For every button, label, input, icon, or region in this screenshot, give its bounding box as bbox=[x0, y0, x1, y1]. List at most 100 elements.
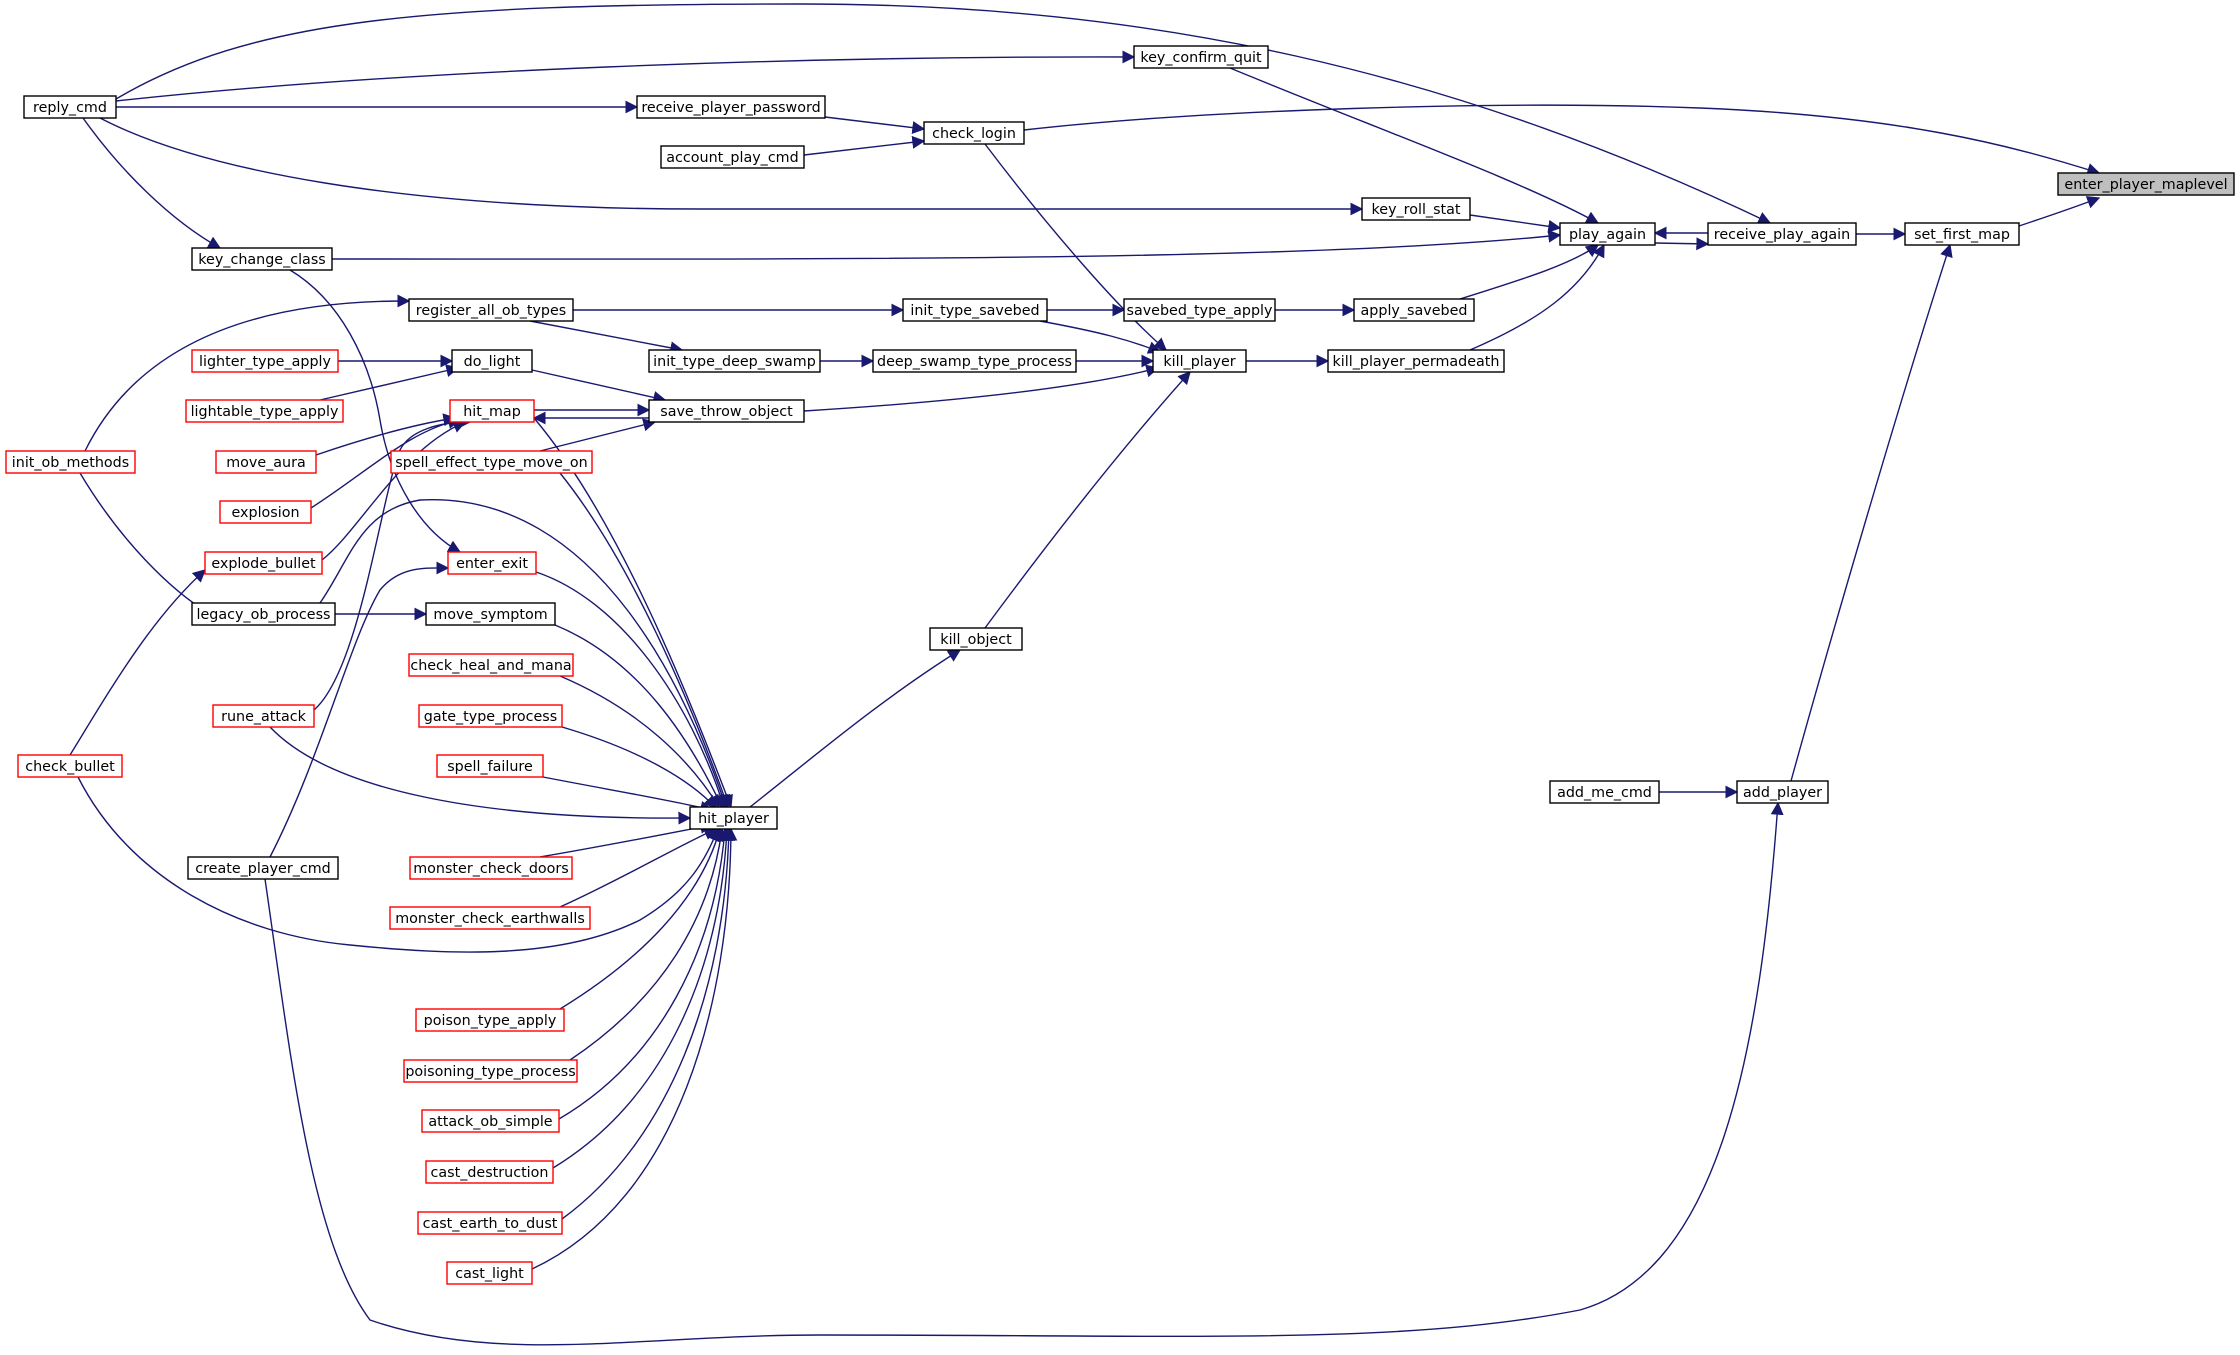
edge-reply_cmd-to-key_change_class bbox=[82, 117, 222, 249]
node-init_type_deep_swamp[interactable]: init_type_deep_swamp bbox=[648, 349, 821, 373]
node-box bbox=[1353, 298, 1475, 322]
edge-key_roll_stat-to-play_again bbox=[1469, 214, 1562, 233]
node-label: rune_attack bbox=[221, 709, 307, 725]
node-receive_player_password[interactable]: receive_player_password bbox=[636, 95, 826, 119]
node-label: add_me_cmd bbox=[1557, 785, 1652, 801]
node-cast_destruction[interactable]: cast_destruction bbox=[425, 1160, 554, 1184]
edge-move_symptom-to-hit_player bbox=[554, 624, 723, 809]
node-explosion[interactable]: explosion bbox=[219, 500, 312, 524]
node-key_confirm_quit[interactable]: key_confirm_quit bbox=[1133, 45, 1269, 69]
node-savebed_type_apply[interactable]: savebed_type_apply bbox=[1123, 298, 1276, 322]
node-box bbox=[215, 450, 317, 474]
node-gate_type_process[interactable]: gate_type_process bbox=[418, 704, 563, 728]
node-box bbox=[403, 1059, 578, 1083]
node-move_symptom[interactable]: move_symptom bbox=[425, 602, 556, 626]
edge-reply_cmd-to-key_confirm_quit bbox=[115, 50, 1136, 102]
node-create_player_cmd[interactable]: create_player_cmd bbox=[187, 856, 339, 880]
node-monster_check_earthwalls[interactable]: monster_check_earthwalls bbox=[389, 906, 591, 930]
node-box bbox=[5, 450, 136, 474]
node-enter_exit[interactable]: enter_exit bbox=[447, 551, 537, 575]
edge-do_light-to-save_throw_object bbox=[531, 369, 667, 404]
node-add_player[interactable]: add_player bbox=[1736, 780, 1829, 804]
node-reply_cmd[interactable]: reply_cmd bbox=[23, 95, 117, 119]
node-box bbox=[689, 806, 778, 830]
node-label: hit_player bbox=[698, 811, 769, 827]
node-box bbox=[212, 704, 315, 728]
node-kill_player[interactable]: kill_player bbox=[1152, 349, 1247, 373]
node-label: spell_failure bbox=[447, 759, 533, 775]
node-cast_light[interactable]: cast_light bbox=[446, 1261, 533, 1285]
node-save_throw_object[interactable]: save_throw_object bbox=[648, 399, 805, 423]
node-label: explode_bullet bbox=[211, 556, 316, 572]
node-box bbox=[417, 1211, 563, 1235]
node-box bbox=[187, 856, 339, 880]
node-check_login[interactable]: check_login bbox=[923, 121, 1025, 145]
edge-kill_player_permadeath-to-play_again bbox=[1469, 243, 1605, 351]
node-check_bullet[interactable]: check_bullet bbox=[17, 754, 123, 778]
node-label: savebed_type_apply bbox=[1127, 303, 1274, 319]
node-label: attack_ob_simple bbox=[428, 1114, 552, 1130]
node-attack_ob_simple[interactable]: attack_ob_simple bbox=[421, 1109, 560, 1133]
node-label: cast_destruction bbox=[431, 1165, 549, 1181]
edge-gate_type_process-to-hit_player bbox=[561, 726, 717, 809]
node-box bbox=[929, 627, 1023, 651]
node-poisoning_type_process[interactable]: poisoning_type_process bbox=[403, 1059, 578, 1083]
node-add_me_cmd[interactable]: add_me_cmd bbox=[1549, 780, 1660, 804]
node-box bbox=[923, 121, 1025, 145]
edge-register_all_ob_types-to-init_type_deep_swamp bbox=[529, 320, 684, 355]
edge-save_throw_object-to-kill_player bbox=[803, 364, 1160, 412]
edge-reply_cmd-to-receive_play_again bbox=[115, 3, 1772, 224]
node-key_roll_stat[interactable]: key_roll_stat bbox=[1361, 197, 1471, 221]
node-label: gate_type_process bbox=[424, 709, 557, 725]
node-kill_object[interactable]: kill_object bbox=[929, 627, 1023, 651]
node-deep_swamp_type_process[interactable]: deep_swamp_type_process bbox=[872, 349, 1077, 373]
node-box bbox=[1549, 780, 1660, 804]
node-label: cast_earth_to_dust bbox=[423, 1216, 558, 1232]
node-spell_effect_type_move_on[interactable]: spell_effect_type_move_on bbox=[390, 450, 593, 474]
node-spell_failure[interactable]: spell_failure bbox=[436, 754, 544, 778]
node-apply_savebed[interactable]: apply_savebed bbox=[1353, 298, 1475, 322]
node-monster_check_doors[interactable]: monster_check_doors bbox=[409, 856, 573, 880]
node-init_type_savebed[interactable]: init_type_savebed bbox=[902, 298, 1048, 322]
node-box bbox=[421, 1109, 560, 1133]
node-lightable_type_apply[interactable]: lightable_type_apply bbox=[185, 399, 344, 423]
node-box bbox=[1152, 349, 1247, 373]
node-play_again[interactable]: play_again bbox=[1559, 222, 1656, 246]
node-label: set_first_map bbox=[1914, 227, 2010, 243]
node-check_heal_and_mana[interactable]: check_heal_and_mana bbox=[408, 653, 574, 677]
node-poison_type_apply[interactable]: poison_type_apply bbox=[415, 1008, 565, 1032]
node-box bbox=[408, 298, 574, 322]
node-do_light[interactable]: do_light bbox=[451, 349, 533, 373]
node-account_play_cmd[interactable]: account_play_cmd bbox=[660, 145, 805, 169]
node-hit_map[interactable]: hit_map bbox=[449, 399, 535, 423]
node-lighter_type_apply[interactable]: lighter_type_apply bbox=[191, 349, 339, 373]
node-register_all_ob_types[interactable]: register_all_ob_types bbox=[408, 298, 574, 322]
node-hit_player[interactable]: hit_player bbox=[689, 806, 778, 830]
edge-explode_bullet-to-hit_map bbox=[321, 420, 467, 561]
edge-init_ob_methods-to-register_all_ob_types bbox=[84, 294, 411, 452]
edge-key_confirm_quit-to-play_again bbox=[1229, 67, 1600, 224]
node-rune_attack[interactable]: rune_attack bbox=[212, 704, 315, 728]
edge-play_again-to-receive_play_again bbox=[1654, 237, 1710, 251]
node-enter_player_maplevel[interactable]: enter_player_maplevel bbox=[2057, 172, 2235, 196]
node-box bbox=[418, 704, 563, 728]
node-box bbox=[1707, 222, 1857, 246]
node-receive_play_again[interactable]: receive_play_again bbox=[1707, 222, 1857, 246]
node-cast_earth_to_dust[interactable]: cast_earth_to_dust bbox=[417, 1211, 563, 1235]
edge-create_player_cmd-to-enter_exit bbox=[269, 561, 450, 858]
edge-key_change_class-to-enter_exit bbox=[289, 269, 462, 553]
node-label: receive_play_again bbox=[1714, 227, 1850, 243]
node-explode_bullet[interactable]: explode_bullet bbox=[204, 551, 323, 575]
node-box bbox=[1559, 222, 1656, 246]
node-box bbox=[1736, 780, 1829, 804]
node-move_aura[interactable]: move_aura bbox=[215, 450, 317, 474]
node-label: account_play_cmd bbox=[666, 150, 798, 166]
node-legacy_ob_process[interactable]: legacy_ob_process bbox=[191, 602, 336, 626]
node-key_change_class[interactable]: key_change_class bbox=[191, 247, 333, 271]
node-box bbox=[409, 856, 573, 880]
node-box bbox=[191, 602, 336, 626]
node-label: init_ob_methods bbox=[12, 455, 129, 471]
node-set_first_map[interactable]: set_first_map bbox=[1904, 222, 2020, 246]
node-init_ob_methods[interactable]: init_ob_methods bbox=[5, 450, 136, 474]
node-kill_player_permadeath[interactable]: kill_player_permadeath bbox=[1327, 349, 1505, 373]
